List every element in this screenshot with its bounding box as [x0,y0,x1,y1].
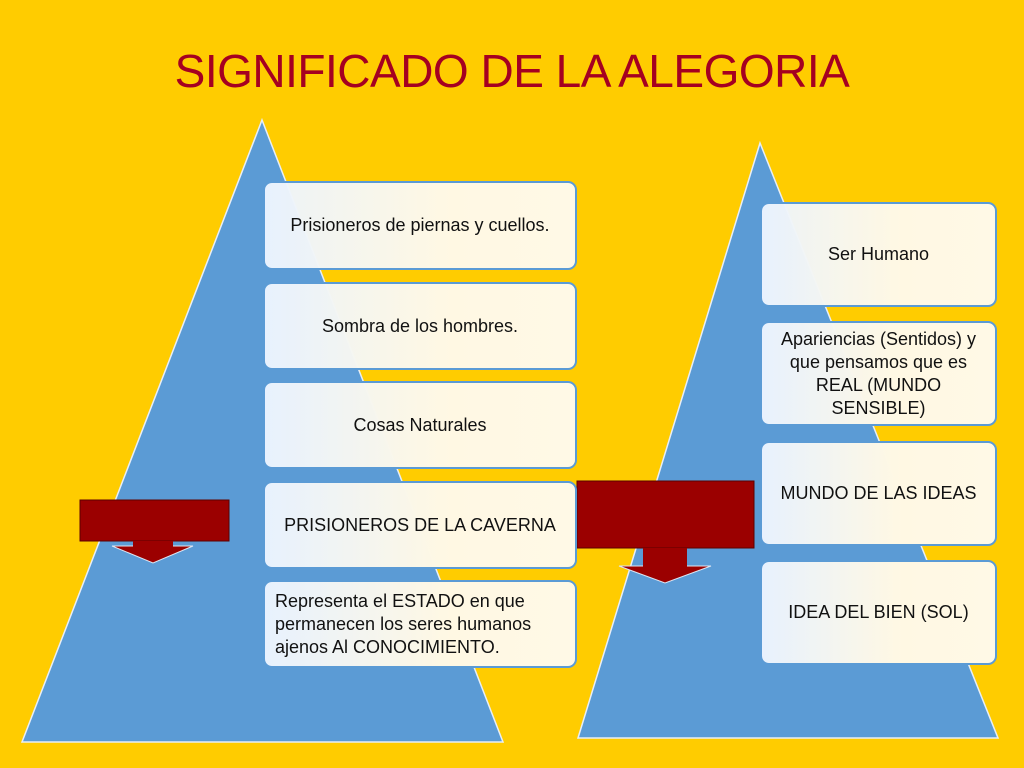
left-box-5: Representa el ESTADO en que permanecen l… [263,580,577,668]
left-box-4-text: PRISIONEROS DE LA CAVERNA [284,514,556,535]
right-arrow-stem [643,548,687,567]
right-box-3: MUNDO DE LAS IDEAS [760,441,997,546]
left-box-1: Prisioneros de piernas y cuellos. [263,181,577,270]
right-box-1-text: Ser Humano [827,244,930,264]
left-box-2-text: Sombra de los hombres. [321,315,519,336]
left-box-3: Cosas Naturales [263,381,577,469]
left-box-2: Sombra de los hombres. [263,282,577,370]
left-box-4: PRISIONEROS DE LA CAVERNA [263,481,577,569]
right-box-4-text: IDEA DEL BIEN (SOL) [788,602,969,622]
right-arrow-head [618,565,712,584]
right-box-3-text: MUNDO DE LAS IDEAS [780,483,977,503]
right-box-2: Apariencias (Sentidos) y que pensamos qu… [760,321,997,426]
left-box-3-text: Cosas Naturales [353,414,487,435]
right-box-4: IDEA DEL BIEN (SOL) [760,560,997,665]
right-box-2-text: Apariencias (Sentidos) y que pensamos qu… [780,328,977,418]
left-arrow-stem [133,541,173,547]
right-arrow-body [576,480,755,549]
left-box-1-text: Prisioneros de piernas y cuellos. [290,215,550,235]
left-box-5-text: Representa el ESTADO en que permanecen l… [275,590,532,657]
slide-title: SIGNIFICADO DE LA ALEGORIA [174,45,850,97]
right-box-1: Ser Humano [760,202,997,307]
